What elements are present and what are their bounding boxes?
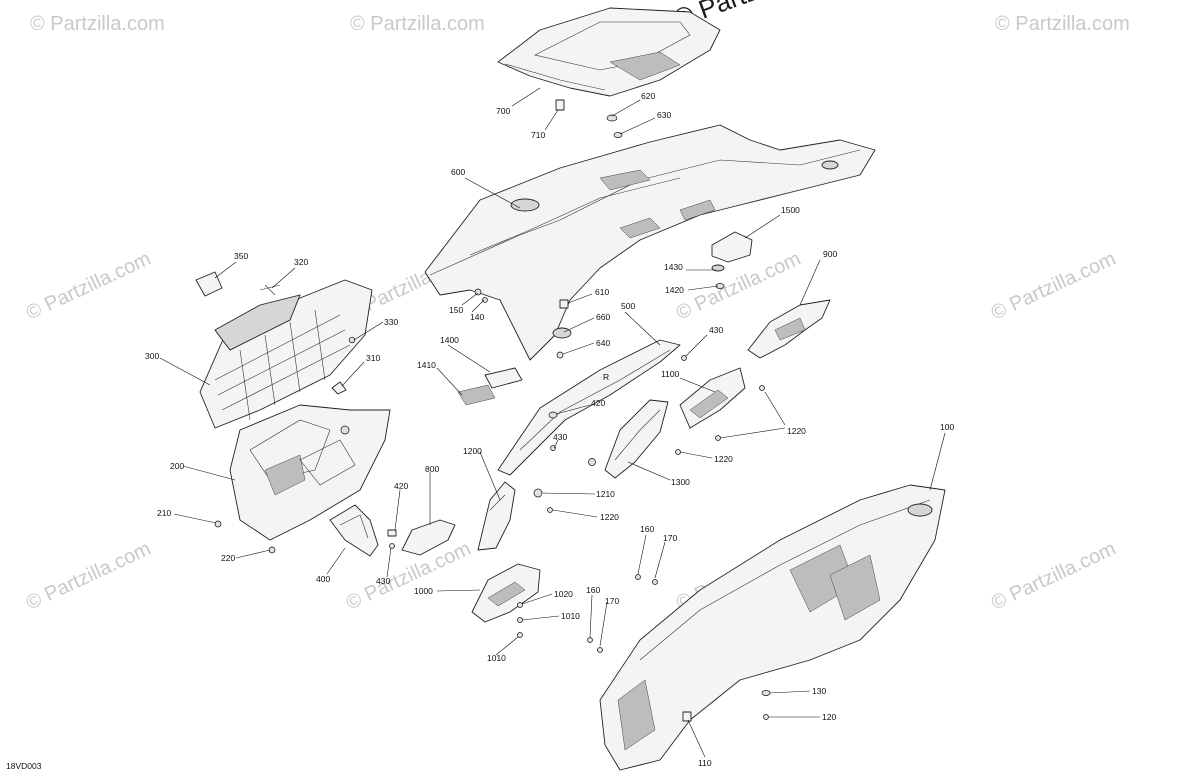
watermark: © Partzilla.com — [673, 248, 804, 325]
part-620-630-fasteners — [606, 114, 623, 138]
part-400-bracket — [329, 504, 379, 557]
callout-label: 420 — [394, 481, 408, 491]
part-1200-bracket — [477, 481, 516, 551]
watermark: © Partzilla.com — [23, 248, 154, 325]
callout-label: 1400 — [440, 335, 459, 345]
callout-label: 210 — [157, 508, 171, 518]
part-140-150-fasteners — [474, 288, 488, 303]
callout-label: 1500 — [781, 205, 800, 215]
part-710-clip — [555, 99, 565, 111]
callout-labels: 700 620 630 710 600 1500 350 320 900 143… — [145, 91, 954, 768]
callout-label: 200 — [170, 461, 184, 471]
part-500-trim-strip — [497, 339, 681, 476]
callout-label: 160 — [586, 585, 600, 595]
callout-label: 310 — [366, 353, 380, 363]
callout-label: 1220 — [714, 454, 733, 464]
callout-label: 630 — [657, 110, 671, 120]
callout-label: 700 — [496, 106, 510, 116]
callout-label: 1000 — [414, 586, 433, 596]
callout-label: 330 — [384, 317, 398, 327]
part-1210-grommet — [533, 458, 596, 498]
callout-label: 620 — [641, 91, 655, 101]
callout-label: 1010 — [487, 653, 506, 663]
watermark-layer: © Partzilla.com © Partzilla.com © Partzi… — [23, 0, 1130, 615]
part-600-hood — [424, 124, 876, 361]
part-900-panel — [747, 299, 831, 359]
callout-label: 150 — [449, 305, 463, 315]
part-160-170-fasteners — [587, 574, 658, 653]
side-marker: R — [603, 372, 609, 382]
callout-label: 100 — [940, 422, 954, 432]
callout-label: 1210 — [596, 489, 615, 499]
callout-label: 610 — [595, 287, 609, 297]
callout-label: 600 — [451, 167, 465, 177]
callout-label: 900 — [823, 249, 837, 259]
part-1000-box — [471, 563, 541, 623]
callout-label: 640 — [596, 338, 610, 348]
diagram-reference-code: 18VD003 — [6, 761, 42, 771]
callout-label: 170 — [663, 533, 677, 543]
part-1500-bracket — [711, 231, 753, 289]
callout-label: 170 — [605, 596, 619, 606]
part-330-310-fasteners — [331, 336, 356, 395]
callout-label: 110 — [698, 758, 712, 768]
callout-label: 1200 — [463, 446, 482, 456]
watermark: © Partzilla.com — [23, 538, 154, 615]
callout-label: 660 — [596, 312, 610, 322]
callout-label: 1420 — [665, 285, 684, 295]
callout-label: 130 — [812, 686, 826, 696]
callout-label: 1430 — [664, 262, 683, 272]
callout-label: 1220 — [787, 426, 806, 436]
watermark: © Partzilla.com — [988, 538, 1119, 615]
callout-label: 420 — [591, 398, 605, 408]
callout-label: 300 — [145, 351, 159, 361]
part-210-220-screws — [214, 520, 276, 554]
part-100-dashboard-body — [599, 484, 946, 771]
callout-label: 350 — [234, 251, 248, 261]
callout-label: 320 — [294, 257, 308, 267]
callout-label: 430 — [553, 432, 567, 442]
callout-label: 1100 — [661, 369, 680, 379]
watermark: © Partzilla.com — [30, 13, 165, 35]
watermark: © Partzilla.com — [995, 13, 1130, 35]
part-1410-grille-insert — [457, 384, 496, 406]
part-1100-panel — [679, 367, 765, 429]
callout-label: 430 — [376, 576, 390, 586]
part-800-bracket — [387, 519, 456, 556]
callout-label: 710 — [531, 130, 545, 140]
callout-label: 430 — [709, 325, 723, 335]
callout-label: 160 — [640, 524, 654, 534]
part-1220-screws — [547, 435, 721, 513]
callout-label: 1020 — [554, 589, 573, 599]
part-300-grille — [199, 279, 373, 429]
leader-lines — [159, 87, 946, 758]
callout-label: 1300 — [671, 477, 690, 487]
part-1020-1010-screws — [517, 602, 523, 638]
callout-label: 400 — [316, 574, 330, 584]
part-350-320-clips — [195, 271, 281, 297]
part-430-420-clips — [548, 355, 687, 451]
part-130-120-110-fasteners — [682, 690, 771, 722]
callout-label: 140 — [470, 312, 484, 322]
callout-label: 220 — [221, 553, 235, 563]
callout-label: 500 — [621, 301, 635, 311]
part-700-top-cover — [497, 7, 721, 97]
part-1400-switch — [484, 367, 523, 389]
watermark: © Partzilla.com — [350, 13, 485, 35]
callout-label: 1410 — [417, 360, 436, 370]
part-1300-panel — [604, 399, 669, 479]
part-200-console — [229, 404, 391, 541]
part-610-660-640-clips — [552, 299, 572, 359]
callout-label: 800 — [425, 464, 439, 474]
watermark: © Partzilla.com — [988, 248, 1119, 325]
callout-label: 120 — [822, 712, 836, 722]
callout-label: 1220 — [600, 512, 619, 522]
callout-label: 1010 — [561, 611, 580, 621]
